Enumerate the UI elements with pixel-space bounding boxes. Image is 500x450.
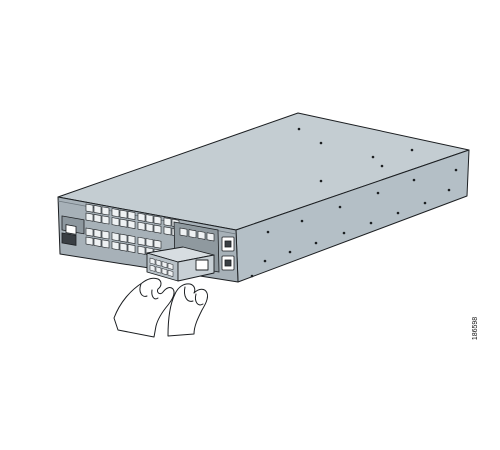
rivet <box>447 188 451 192</box>
rivet <box>376 191 380 195</box>
port-cage <box>119 233 128 243</box>
port-cage <box>137 221 146 231</box>
module-port <box>161 261 168 269</box>
port-cage <box>85 236 94 246</box>
mgmt-port <box>65 224 77 235</box>
module-port <box>167 262 174 270</box>
port-cage <box>188 229 197 239</box>
port-cage <box>85 203 94 213</box>
left-hand-finger <box>139 283 148 297</box>
port-cage <box>137 236 146 246</box>
right-hand-finger <box>195 293 204 306</box>
port-cage <box>145 238 154 248</box>
port-cage <box>111 232 120 242</box>
rivet <box>250 274 254 278</box>
port-cage <box>119 242 128 252</box>
port-cage <box>197 230 206 240</box>
module-handle <box>195 259 209 271</box>
figure-id-label: 186598 <box>462 310 490 346</box>
module-port <box>161 268 168 276</box>
port-cage <box>85 212 94 222</box>
port-cage <box>137 212 146 222</box>
rivet <box>423 201 427 205</box>
chassis-rivets <box>250 127 458 278</box>
rivet <box>300 219 304 223</box>
front-left-section <box>61 215 85 246</box>
rivet <box>288 250 292 254</box>
port-cage <box>163 217 172 227</box>
rivet <box>342 231 346 235</box>
module-port <box>155 259 162 267</box>
rivet <box>412 178 416 182</box>
port-cage <box>179 227 188 237</box>
port-cage <box>137 245 146 255</box>
power-inlet-lower-socket <box>224 259 232 267</box>
port-cage <box>163 226 172 236</box>
rivet <box>454 168 458 172</box>
rivet <box>319 141 323 145</box>
port-cage <box>153 215 162 225</box>
port-cage <box>127 211 136 220</box>
switch-chassis-icon <box>57 112 470 283</box>
console-port <box>61 232 77 246</box>
power-inlet-icon <box>221 236 235 271</box>
port-cage <box>127 235 136 244</box>
power-inlet-upper-socket <box>224 240 232 248</box>
rivet <box>410 148 414 152</box>
left-hand-finger <box>151 289 159 300</box>
rivet <box>371 155 375 159</box>
port-cage <box>153 224 162 234</box>
right-hand <box>167 283 208 337</box>
left-hand <box>113 277 175 338</box>
rivet <box>266 230 270 234</box>
port-cage <box>153 239 162 249</box>
right-hand-finger <box>184 286 194 302</box>
figure-id-text: 186598 <box>472 316 480 340</box>
port-cage <box>101 215 110 225</box>
port-cage <box>93 238 102 247</box>
rivet <box>263 259 267 263</box>
port-cage <box>111 241 120 251</box>
module-port <box>155 266 162 274</box>
port-cage <box>93 229 102 238</box>
rivet <box>314 241 318 245</box>
rivet <box>319 179 323 183</box>
module-port <box>149 257 156 265</box>
port-cage <box>93 205 102 214</box>
rivet <box>338 205 342 209</box>
port-cage <box>93 214 102 223</box>
rivet <box>369 221 373 225</box>
sfp-port-bank <box>85 203 180 258</box>
port-cage <box>101 230 110 240</box>
port-cage <box>85 227 94 237</box>
port-cage <box>145 223 154 233</box>
port-cage <box>206 232 215 242</box>
module-port <box>167 269 174 277</box>
port-cage <box>101 239 110 249</box>
port-cage <box>101 206 110 216</box>
rivet <box>380 164 384 168</box>
port-cage <box>127 220 136 229</box>
port-cage <box>119 209 128 219</box>
port-cage <box>111 208 120 218</box>
port-cage <box>111 217 120 227</box>
port-cage <box>145 214 154 224</box>
sfp-module-icon <box>146 246 215 282</box>
port-cage <box>127 244 136 253</box>
hand-icon <box>113 277 208 338</box>
port-cage <box>119 218 128 228</box>
module-port <box>149 264 156 272</box>
rivet <box>297 127 301 131</box>
rivet <box>396 211 400 215</box>
